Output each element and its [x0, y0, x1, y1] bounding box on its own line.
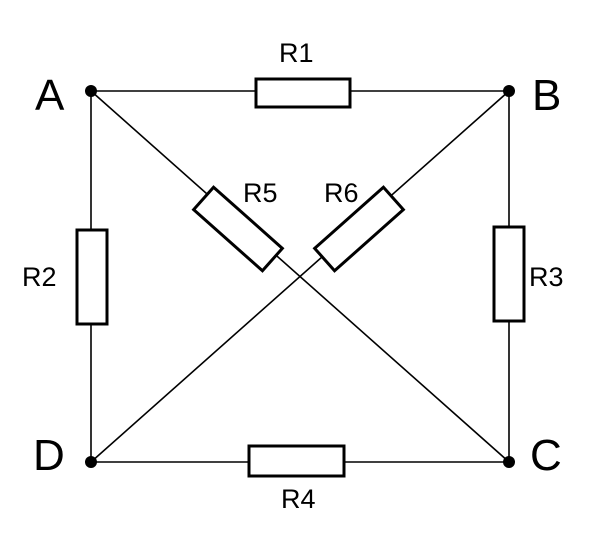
resistor-r1: [254, 77, 352, 109]
node-c-dot: [503, 456, 515, 468]
resistor-label-r1: R1: [279, 38, 314, 68]
node-d-dot: [85, 456, 97, 468]
wires: [90, 90, 510, 463]
resistor-label-r6: R6: [324, 178, 359, 208]
resistor-r5: [191, 185, 285, 273]
resistor-r3: [492, 225, 526, 323]
resistor-label-r4: R4: [281, 484, 316, 514]
resistors: [75, 77, 526, 478]
resistor-labels: R1 R2 R3 R4 R5 R6: [22, 38, 564, 514]
node-label-b: B: [532, 71, 561, 120]
node-a-dot: [85, 85, 97, 97]
resistor-label-r5: R5: [243, 178, 278, 208]
resistor-r2: [75, 228, 109, 326]
resistor-r4: [247, 444, 346, 478]
resistor-r6: [312, 185, 406, 273]
resistor-label-r2: R2: [22, 262, 57, 292]
node-b-dot: [503, 85, 515, 97]
wire-d-b: [90, 90, 510, 463]
resistor-label-r3: R3: [529, 262, 564, 292]
node-label-d: D: [33, 431, 65, 480]
node-label-c: C: [530, 431, 562, 480]
node-labels: A B C D: [33, 71, 562, 480]
nodes: [85, 85, 515, 468]
node-label-a: A: [35, 71, 65, 120]
